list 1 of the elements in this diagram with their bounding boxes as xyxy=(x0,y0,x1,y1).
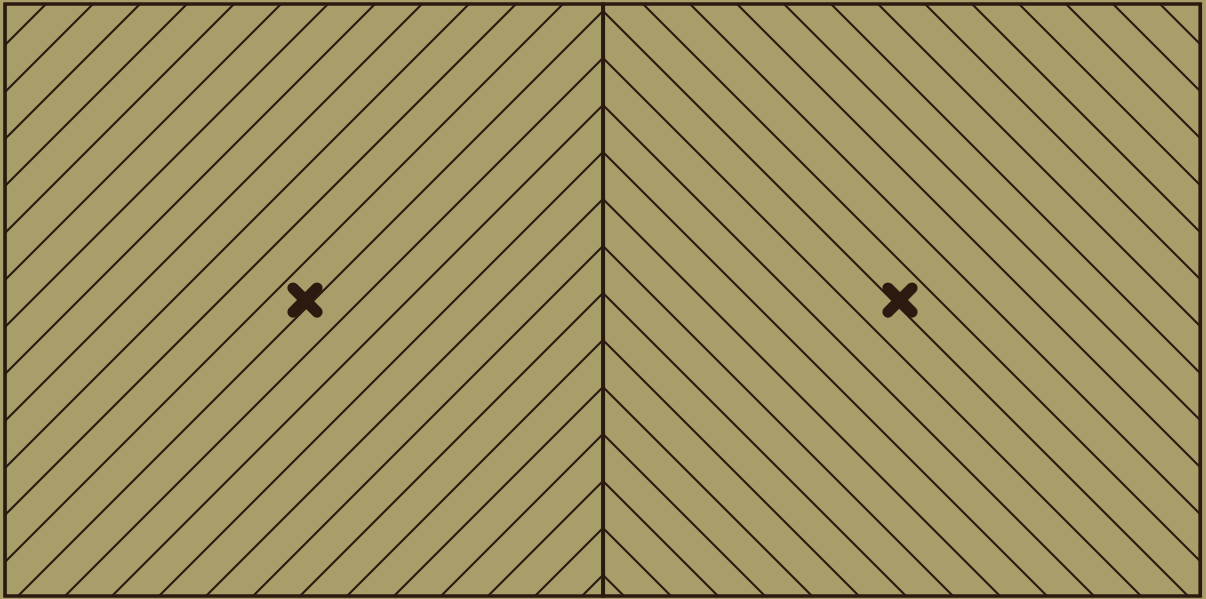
hatched-panel xyxy=(601,2,1203,598)
